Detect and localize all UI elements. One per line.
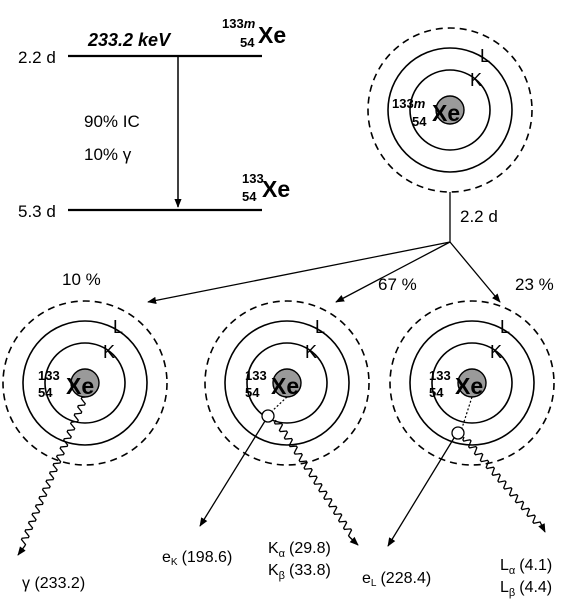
atom-symbol: Xe <box>455 373 483 399</box>
atom-l-conversion: L K 133 54 Xe eL(228.4) Lα(4.1) Lβ(4.4) <box>362 301 554 599</box>
shell-label-k: K <box>305 342 317 362</box>
svg-text:54: 54 <box>38 385 53 400</box>
k-alpha-label: Kα(29.8) <box>268 540 331 560</box>
atom-symbol: Xe <box>66 373 94 399</box>
shell-label-k: K <box>470 70 482 90</box>
atom-gamma-emission: L K 133 54 Xe γ (233.2) <box>3 301 167 592</box>
ek-electron-label: eK(198.6) <box>162 549 232 568</box>
decay-branching: 2.2 d 10 % 67 % 23 % <box>62 192 554 302</box>
l-conversion-electron-arrow <box>388 438 454 546</box>
svg-text:54: 54 <box>245 385 260 400</box>
svg-text:Xe: Xe <box>262 176 290 202</box>
svg-text:54: 54 <box>240 35 255 50</box>
gamma-energy-label: γ (233.2) <box>22 575 85 592</box>
atom-symbol: Xe <box>432 100 460 126</box>
l-xray-photon <box>463 437 545 532</box>
shell-label-l: L <box>113 317 123 337</box>
upper-level-halflife: 2.2 d <box>18 48 56 67</box>
svg-text:Xe: Xe <box>258 22 286 48</box>
atom-symbol: Xe <box>271 373 299 399</box>
svg-text:54: 54 <box>429 385 444 400</box>
k-beta-label: Kβ(33.8) <box>268 562 331 582</box>
branch-gamma-percent: 10 % <box>62 270 101 289</box>
shell-label-l: L <box>500 317 510 337</box>
atom-k-conversion: L K 133 54 Xe eK(198.6) Kα(29.8) Kβ(33.8… <box>162 301 369 582</box>
shell-label-l: L <box>480 46 490 66</box>
k-shell-vacancy <box>262 410 274 422</box>
ic-branch-label: 90% IC <box>84 112 140 131</box>
svg-text:133: 133 <box>242 171 264 186</box>
svg-text:133m: 133m <box>392 96 426 111</box>
shell-label-k: K <box>103 342 115 362</box>
svg-text:133: 133 <box>245 368 267 383</box>
branch-halflife: 2.2 d <box>460 207 498 226</box>
svg-text:54: 54 <box>242 189 257 204</box>
svg-text:133: 133 <box>38 368 60 383</box>
svg-text:54: 54 <box>412 114 427 129</box>
arrow-to-l-branch <box>450 242 500 302</box>
branch-l-percent: 23 % <box>515 275 554 294</box>
atom-133m-xe: L K 133m 54 Xe <box>368 28 532 192</box>
energy-level-scheme: 2.2 d 233.2 keV 90% IC 10% γ 5.3 d 133m … <box>18 16 290 221</box>
lower-level-halflife: 5.3 d <box>18 202 56 221</box>
gamma-branch-label: 10% γ <box>84 145 132 164</box>
shell-label-k: K <box>490 342 502 362</box>
k-xray-photon <box>275 420 359 545</box>
l-beta-label: Lβ(4.4) <box>500 579 552 599</box>
l-alpha-label: Lα(4.1) <box>500 557 552 577</box>
k-conversion-electron-arrow <box>200 421 265 526</box>
svg-text:133m: 133m <box>222 16 256 31</box>
gamma-ray-photon <box>18 397 85 555</box>
nuclide-label-133-xe: 133 54 Xe <box>242 171 290 204</box>
branch-k-percent: 67 % <box>378 275 417 294</box>
transition-energy-label: 233.2 keV <box>87 30 172 50</box>
shell-label-l: L <box>315 317 325 337</box>
el-electron-label: eL(228.4) <box>362 570 431 589</box>
l-shell-vacancy <box>452 427 464 439</box>
nuclide-label-133m-xe: 133m 54 Xe <box>222 16 286 50</box>
svg-text:133: 133 <box>429 368 451 383</box>
